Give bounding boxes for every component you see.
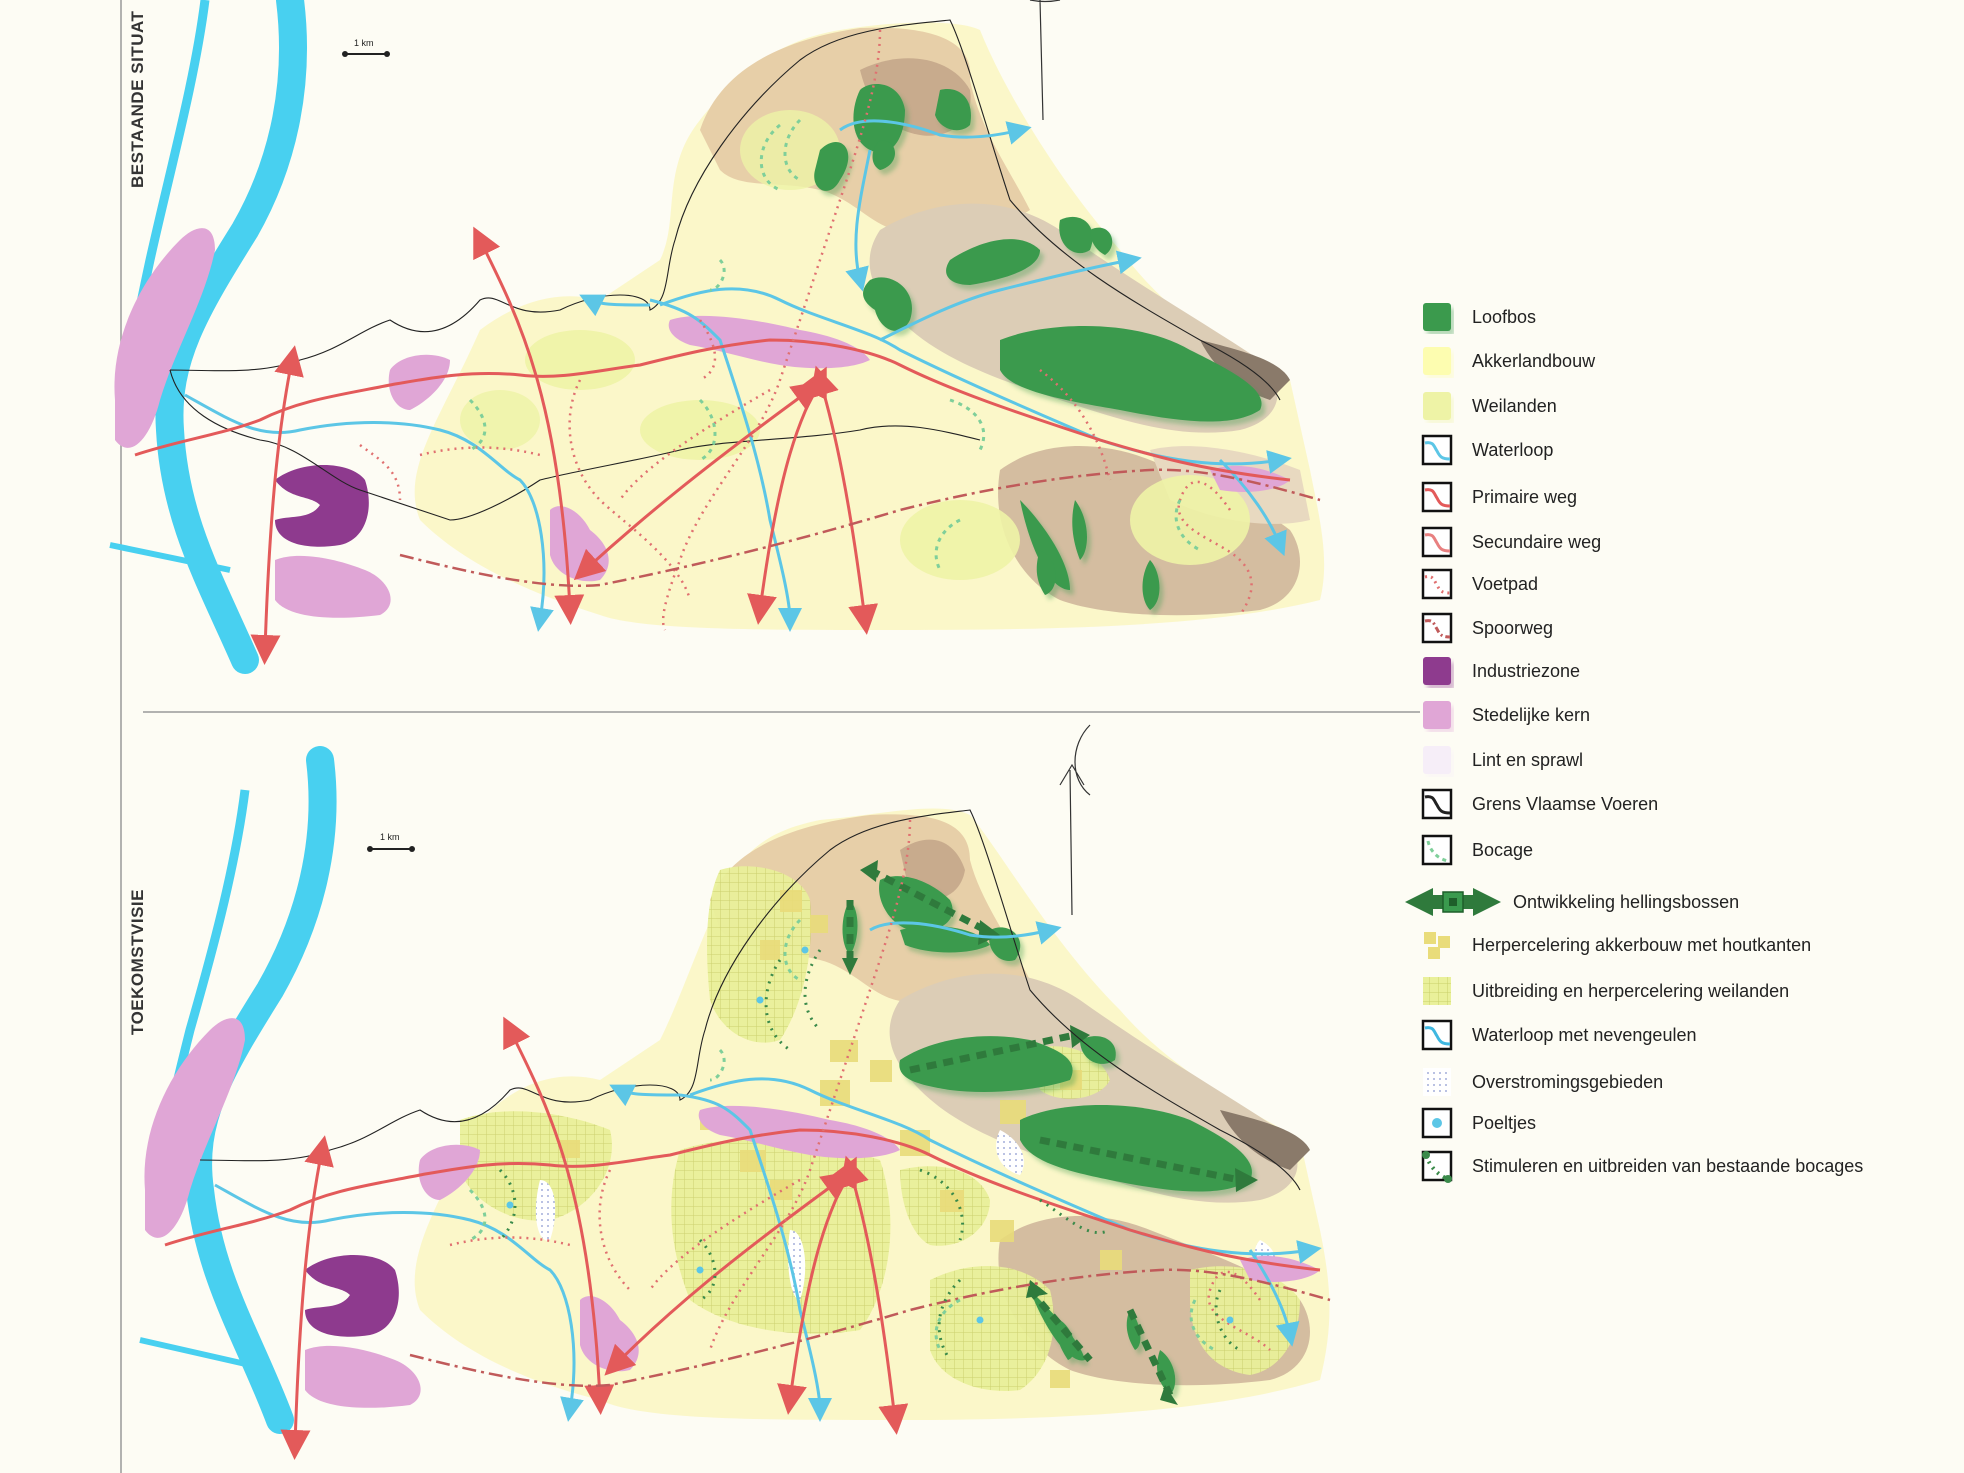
grid-swatch-icon [1420, 974, 1454, 1008]
legend-label: Waterloop met nevengeulen [1472, 1024, 1697, 1045]
solid-swatch-icon [1420, 344, 1454, 378]
legend-label: Loofbos [1472, 306, 1537, 327]
legend-label: Stimuleren en uitbreiden van bestaande b… [1472, 1155, 1864, 1176]
legend-item: Grens Vlaamse Voeren [1420, 787, 1658, 821]
legend-item: Primaire weg [1420, 480, 1577, 514]
wavy-line-icon [1420, 525, 1454, 559]
dashed-arc-icon [1420, 833, 1454, 867]
stipple-icon [1420, 1065, 1454, 1099]
legend-label: Bocage [1472, 839, 1534, 860]
panel-title-top: BESTAANDE SITUAT [128, 10, 147, 188]
legend-item: Stimuleren en uitbreiden van bestaande b… [1420, 1149, 1863, 1183]
panel-title-bottom: TOEKOMSTVISIE [128, 889, 147, 1035]
legend-item: Waterloop [1420, 433, 1553, 467]
wavy-line-icon [1420, 480, 1454, 514]
dashdot-line-icon [1420, 611, 1454, 645]
wavy-line-icon [1420, 1018, 1454, 1052]
bottom-map: 1 km [139, 724, 1331, 1460]
scale-label-top: 1 km [354, 38, 374, 48]
legend-label: Akkerlandbouw [1472, 350, 1596, 371]
legend-label: Poeltjes [1472, 1112, 1537, 1133]
solid-swatch-icon [1420, 698, 1454, 732]
legend-item: Bocage [1420, 833, 1533, 867]
solid-swatch-icon [1420, 654, 1454, 688]
legend-item: Secundaire weg [1420, 525, 1601, 559]
legend-label: Ontwikkeling hellingsbossen [1513, 891, 1740, 912]
legend-item: Industriezone [1420, 654, 1580, 688]
legend-label: Waterloop [1472, 439, 1554, 460]
scale-bar-bottom: 1 km [367, 832, 415, 852]
legend-label: Uitbreiding en herpercelering weilanden [1472, 980, 1790, 1001]
legend-label: Lint en sprawl [1472, 749, 1584, 770]
legend-label: Spoorweg [1472, 617, 1554, 638]
dot-icon [1420, 1106, 1454, 1140]
legend-label: Industriezone [1472, 660, 1581, 681]
legend-label: Stedelijke kern [1472, 704, 1591, 725]
legend-label: Grens Vlaamse Voeren [1472, 793, 1659, 814]
top-map: 1 km [109, 0, 1325, 674]
industry-zone [275, 465, 369, 547]
north-arrow-top [1029, 0, 1061, 121]
double-arrow-icon [1405, 885, 1501, 919]
legend-label: Herpercelering akkerbouw met houtkanten [1472, 934, 1812, 955]
legend-item: Poeltjes [1420, 1106, 1536, 1140]
legend-item: Stedelijke kern [1420, 698, 1590, 732]
dotted-arc-icon [1420, 1149, 1454, 1183]
wavy-line-icon [1420, 433, 1454, 467]
legend-item: Loofbos [1420, 300, 1536, 334]
legend-item: Overstromingsgebieden [1420, 1065, 1663, 1099]
dotted-line-icon [1420, 567, 1454, 601]
solid-swatch-icon [1420, 300, 1454, 334]
solid-swatch-icon [1420, 389, 1454, 423]
legend-label: Primaire weg [1472, 486, 1578, 507]
legend-item: Herpercelering akkerbouw met houtkanten [1420, 928, 1811, 962]
legend-item: Lint en sprawl [1420, 743, 1583, 777]
legend-label: Overstromingsgebieden [1472, 1071, 1664, 1092]
solid-swatch-icon [1420, 743, 1454, 777]
legend-item: Voetpad [1420, 567, 1538, 601]
legend-item: Akkerlandbouw [1420, 344, 1595, 378]
canal-branch [109, 542, 231, 573]
upland-east-dark [1200, 340, 1290, 400]
north-arrow-bottom [1059, 724, 1091, 916]
legend-label: Secundaire weg [1472, 531, 1602, 552]
wavy-line-icon [1420, 787, 1454, 821]
legend-item: Spoorweg [1420, 611, 1553, 645]
legend-item: Ontwikkeling hellingsbossen [1405, 885, 1739, 919]
legend-label: Voetpad [1472, 573, 1539, 594]
legend-item: Weilanden [1420, 389, 1557, 423]
patch-grid-icon [1420, 928, 1454, 962]
legend-item: Uitbreiding en herpercelering weilanden [1420, 974, 1789, 1008]
river-maas [155, 0, 307, 674]
legend-label: Weilanden [1472, 395, 1557, 416]
legend-item: Waterloop met nevengeulen [1420, 1018, 1696, 1052]
scale-bar-top: 1 km [342, 38, 390, 57]
scale-label-bottom: 1 km [380, 832, 400, 842]
